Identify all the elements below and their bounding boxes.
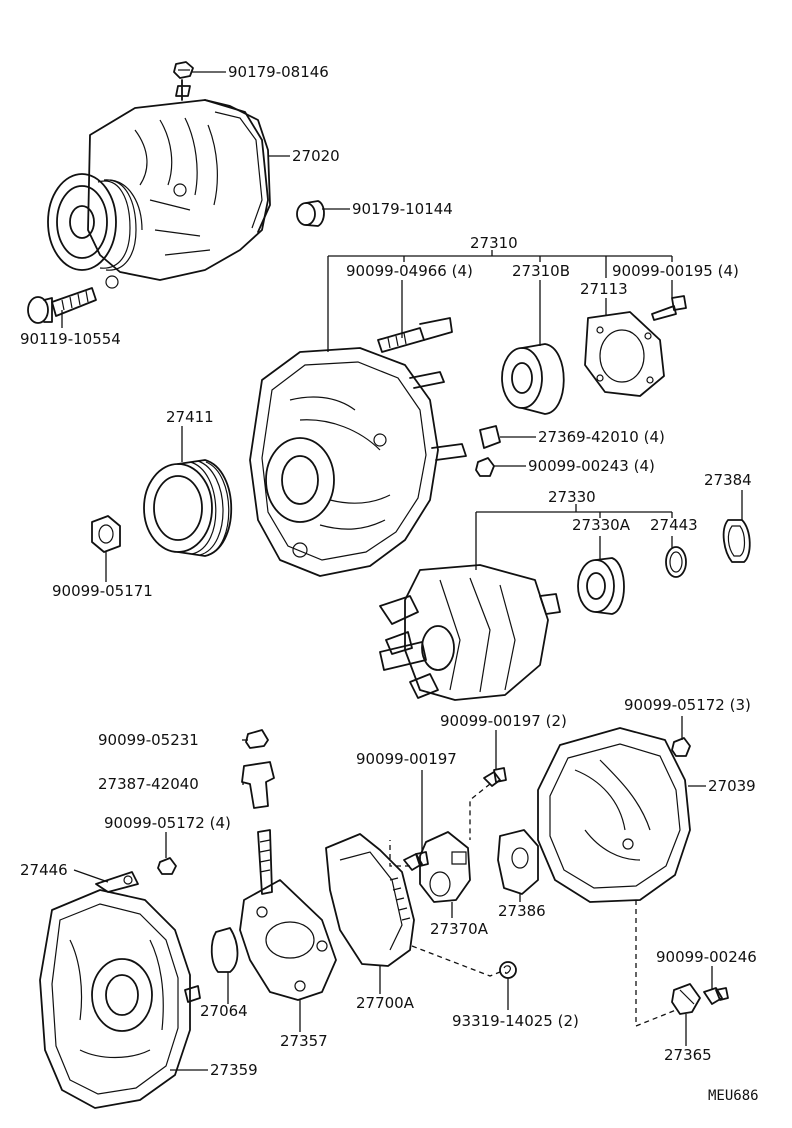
label-90179-08146: 90179-08146 xyxy=(228,63,329,81)
label-27387-42040: 27387-42040 xyxy=(98,775,199,793)
label-27357: 27357 xyxy=(280,1032,328,1050)
nut-90099-00243-drawing xyxy=(475,457,495,477)
rotor-27330-drawing xyxy=(379,564,561,701)
label-90099-04966: 90099-04966 (4) xyxy=(346,262,473,280)
label-27039: 27039 xyxy=(708,777,756,795)
part-number-labels: 90179-08146 27020 90179-10144 27310 9009… xyxy=(20,63,759,1104)
screw-90099-00195-drawing xyxy=(651,295,687,321)
label-27359: 27359 xyxy=(210,1061,258,1079)
label-27113: 27113 xyxy=(580,280,628,298)
rear-cover-27359-drawing xyxy=(39,889,201,1109)
label-90099-00197-2: 90099-00197 (2) xyxy=(440,712,567,730)
label-90099-05231: 90099-05231 xyxy=(98,731,199,749)
label-27384: 27384 xyxy=(704,471,752,489)
retainer-plate-27113-drawing xyxy=(584,311,665,397)
label-90099-00195: 90099-00195 (4) xyxy=(612,262,739,280)
rear-end-frame-27039-drawing xyxy=(537,727,691,903)
label-27064: 27064 xyxy=(200,1002,248,1020)
bolt-90119-10554-drawing xyxy=(27,287,97,324)
brush-holder-27370A-drawing xyxy=(419,831,471,903)
nut-90099-05231-drawing xyxy=(245,729,269,749)
label-27365: 27365 xyxy=(664,1046,712,1064)
label-27411: 27411 xyxy=(166,408,214,426)
label-93319-14025: 93319-14025 (2) xyxy=(452,1012,579,1030)
nut-90099-05171-drawing xyxy=(91,515,121,553)
label-90099-00246: 90099-00246 xyxy=(656,948,757,966)
bearing-27330A-drawing xyxy=(577,557,625,615)
assembly-dashed-lines xyxy=(389,783,677,1027)
label-90099-00243: 90099-00243 (4) xyxy=(528,457,655,475)
screw-90099-00246-drawing xyxy=(703,987,729,1005)
leader-lines xyxy=(61,71,743,1071)
terminal-27446-drawing xyxy=(95,871,139,893)
alternator-assembly-drawing xyxy=(47,79,271,289)
label-27330A: 27330A xyxy=(572,516,631,534)
nut-90179-08146-drawing xyxy=(173,61,194,79)
plate-27365-drawing xyxy=(671,983,701,1015)
label-27330: 27330 xyxy=(548,488,596,506)
label-27386: 27386 xyxy=(498,902,546,920)
insulator-27369-42010-drawing xyxy=(479,425,501,449)
label-27020: 27020 xyxy=(292,147,340,165)
label-90099-05171: 90099-05171 xyxy=(52,582,153,600)
screw-93319-14025-drawing xyxy=(499,961,517,979)
label-27700A: 27700A xyxy=(356,994,415,1012)
screw-90099-00197-drawing xyxy=(403,851,429,871)
label-27370A: 27370A xyxy=(430,920,489,938)
label-27369-42010: 27369-42010 (4) xyxy=(538,428,665,446)
screw-90099-00197-2-drawing xyxy=(483,767,507,787)
label-27443: 27443 xyxy=(650,516,698,534)
bearing-27310B-drawing xyxy=(501,343,565,415)
cover-27386-drawing xyxy=(497,829,539,895)
label-27310B: 27310B xyxy=(512,262,570,280)
drive-end-frame-drawing xyxy=(249,347,467,577)
nut-90099-05172-3-drawing xyxy=(671,737,691,757)
label-90119-10554: 90119-10554 xyxy=(20,330,121,348)
bolt-90099-04966-drawing xyxy=(377,317,453,353)
terminal-insulator-27387-42040-drawing xyxy=(241,761,275,809)
label-90099-00197: 90099-00197 xyxy=(356,750,457,768)
collar-90179-10144-drawing xyxy=(296,200,325,227)
ring-27384-drawing xyxy=(722,519,751,563)
insulator-27064-drawing xyxy=(210,927,239,973)
label-27310: 27310 xyxy=(470,234,518,252)
label-90099-05172-3: 90099-05172 (3) xyxy=(624,696,751,714)
diagram-code: MEU686 xyxy=(708,1088,759,1104)
label-90099-05172-4: 90099-05172 (4) xyxy=(104,814,231,832)
label-27446: 27446 xyxy=(20,861,68,879)
regulator-27700A-drawing xyxy=(325,833,415,967)
nut-90099-05172-4-drawing xyxy=(157,857,177,875)
rectifier-27357-drawing xyxy=(239,829,337,1001)
pulley-27411-drawing xyxy=(143,459,232,557)
label-90179-10144: 90179-10144 xyxy=(352,200,453,218)
bearing-cover-27443-drawing xyxy=(665,546,687,578)
